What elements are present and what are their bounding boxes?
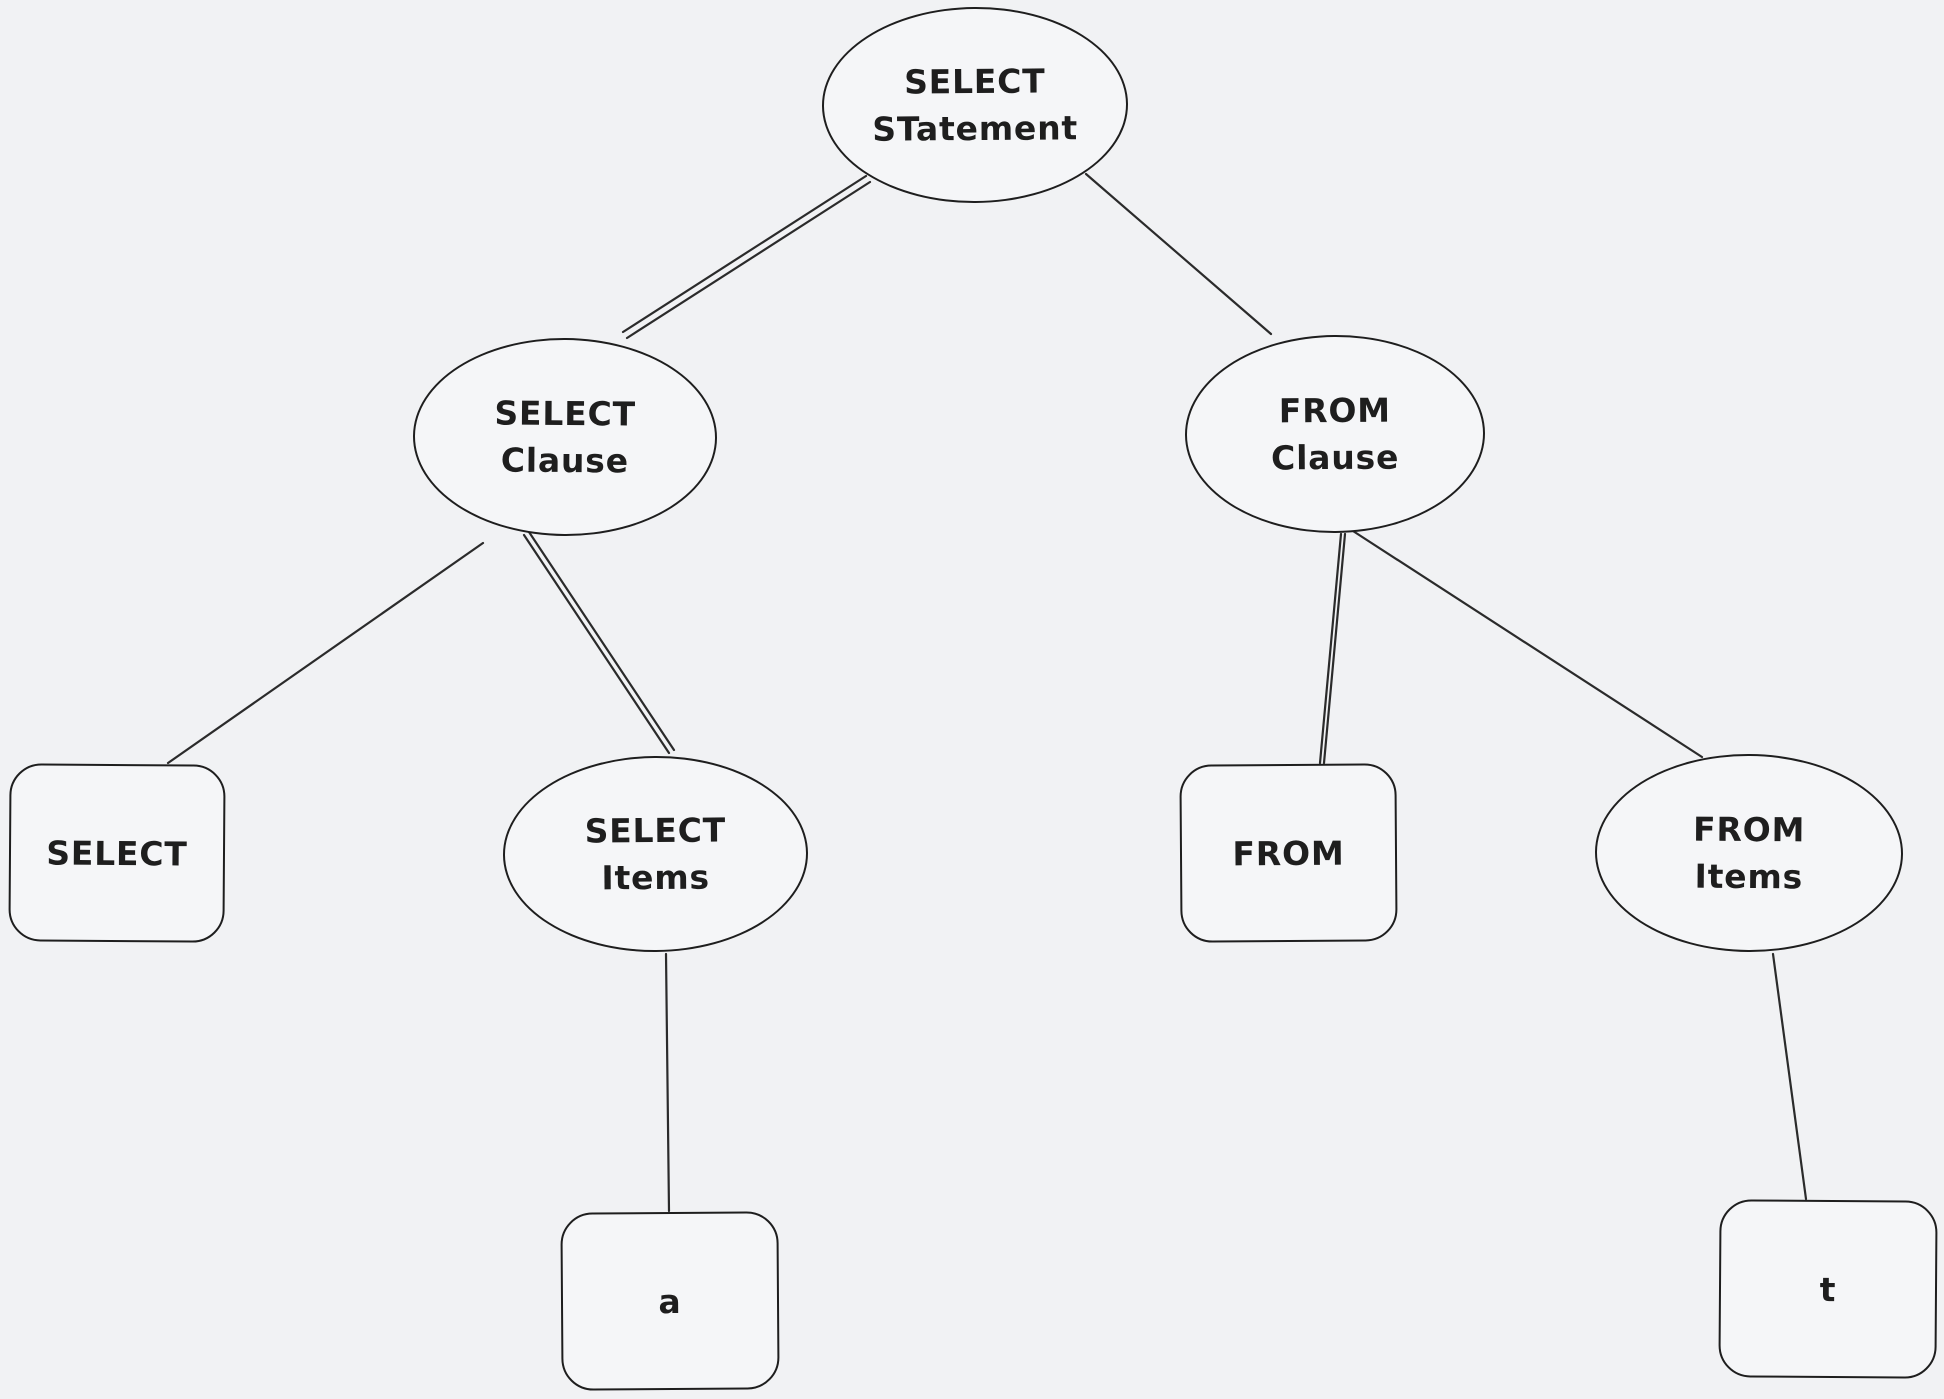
edge-from-clause-from-keyword bbox=[1318, 532, 1343, 765]
node-select-statement-label-line2: STatement bbox=[872, 108, 1079, 149]
node-from-keyword: FROM bbox=[1179, 763, 1398, 943]
edge-select-items-item-a bbox=[664, 952, 671, 1213]
node-from-keyword-label: FROM bbox=[1232, 833, 1345, 873]
node-select-items-label-line2: Items bbox=[601, 857, 711, 898]
node-item-a: a bbox=[560, 1211, 780, 1391]
edge-select-clause-select-items bbox=[522, 533, 671, 755]
edge-select-statement-select-clause-stroke2 bbox=[621, 174, 868, 334]
edge-from-items-item-t bbox=[1771, 952, 1808, 1201]
node-select-keyword-label: SELECT bbox=[46, 833, 188, 873]
node-select-keyword: SELECT bbox=[8, 763, 226, 943]
node-item-t: t bbox=[1718, 1199, 1938, 1379]
node-select-statement-label-line1: SELECT bbox=[903, 61, 1046, 102]
node-from-clause-label-line1: FROM bbox=[1278, 390, 1391, 431]
node-select-clause: SELECT Clause bbox=[412, 336, 718, 538]
node-from-items: FROM Items bbox=[1594, 752, 1904, 954]
edge-select-clause-select-items-stroke2 bbox=[527, 530, 676, 752]
edge-select-statement-select-clause bbox=[625, 180, 872, 340]
node-from-items-label-line1: FROM bbox=[1692, 809, 1806, 850]
edge-from-clause-from-items bbox=[1351, 529, 1704, 759]
edge-select-clause-select-keyword bbox=[166, 541, 485, 765]
node-item-a-label: a bbox=[658, 1281, 682, 1321]
node-select-clause-label-line1: SELECT bbox=[494, 393, 637, 434]
node-item-t-label: t bbox=[1819, 1269, 1837, 1309]
node-select-clause-label-line2: Clause bbox=[500, 440, 630, 481]
node-from-clause-label-line2: Clause bbox=[1270, 437, 1400, 478]
node-select-items-label-line1: SELECT bbox=[584, 810, 727, 851]
edge-from-clause-from-keyword-stroke2 bbox=[1322, 532, 1347, 765]
edge-select-statement-from-clause bbox=[1084, 172, 1273, 336]
node-from-items-label-line2: Items bbox=[1694, 856, 1804, 897]
